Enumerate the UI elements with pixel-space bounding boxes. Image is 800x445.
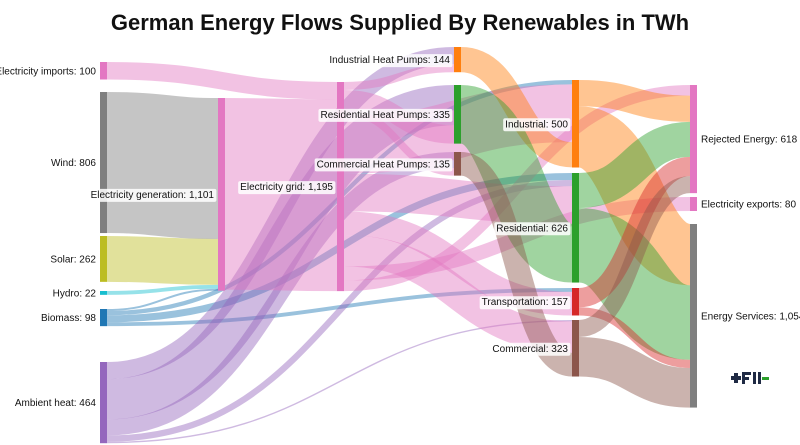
node-label-text-ambient: Ambient heat: 464 <box>15 398 97 409</box>
node-label-bg-gen <box>88 188 217 202</box>
flow-tra-to-rej <box>577 156 692 308</box>
node-label-grid: Electricity grid: 1,195 <box>238 181 336 195</box>
node-label-chp: Commercial Heat Pumps: 135 <box>314 158 453 172</box>
node-label-biomass: Biomass: 98 <box>41 313 96 324</box>
node-label-ambient: Ambient heat: 464 <box>15 398 97 409</box>
node-label-bg-ihp <box>327 54 453 68</box>
flow-tra-to-svc <box>578 307 691 369</box>
node-tra <box>572 288 579 316</box>
node-label-rhp: Residential Heat Pumps: 335 <box>318 108 453 122</box>
node-label-text-grid: Electricity grid: 1,195 <box>240 182 333 193</box>
node-label-text-imports: Electricity imports: 100 <box>0 66 96 77</box>
node-label-wind: Wind: 806 <box>51 158 96 169</box>
node-label-text-com: Commercial: 323 <box>492 344 568 355</box>
flow-grid-to-res <box>343 173 573 224</box>
node-solar <box>100 236 107 282</box>
node-label-text-ihp: Industrial Heat Pumps: 144 <box>329 55 450 66</box>
node-label-text-tra: Transportation: 157 <box>482 297 569 308</box>
flow-ambient-to-com <box>106 320 573 444</box>
flow-res-to-rej <box>577 121 692 208</box>
node-rej <box>690 85 697 194</box>
node-label-tra: Transportation: 157 <box>479 296 571 310</box>
flow-ambient-to-chp <box>106 152 455 436</box>
flow-ind-to-svc <box>574 106 695 286</box>
node-label-text-chp: Commercial Heat Pumps: 135 <box>317 159 451 170</box>
chart-title: German Energy Flows Supplied By Renewabl… <box>110 10 690 35</box>
node-imports <box>100 62 107 80</box>
node-com <box>572 320 579 377</box>
node-biomass <box>100 309 107 327</box>
node-label-svc: Energy Services: 1,054 <box>701 311 800 322</box>
node-label-solar: Solar: 262 <box>50 254 96 265</box>
node-chp <box>454 152 461 176</box>
flow-grid-to-rej <box>343 85 691 292</box>
flow-biomass-to-tra <box>106 288 573 327</box>
flow-ambient-to-ihp <box>106 47 455 380</box>
node-label-text-hydro: Hydro: 22 <box>53 288 97 299</box>
flow-grid-to-exp <box>343 197 691 281</box>
node-label-bg-ind <box>503 118 571 132</box>
node-label-bg-grid <box>238 181 336 195</box>
node-ihp <box>454 47 461 73</box>
node-res <box>572 173 579 283</box>
node-gen <box>218 98 225 291</box>
node-label-text-biomass: Biomass: 98 <box>41 313 96 324</box>
flow-hydro-to-gen <box>106 284 219 295</box>
node-label-text-exp: Electricity exports: 80 <box>701 200 796 211</box>
node-label-ind: Industrial: 500 <box>503 118 571 132</box>
node-label-rej: Rejected Energy: 618 <box>701 135 798 146</box>
node-label-text-rej: Rejected Energy: 618 <box>701 135 798 146</box>
node-label-text-gen: Electricity generation: 1,101 <box>91 190 215 201</box>
node-label-text-wind: Wind: 806 <box>51 158 96 169</box>
node-label-res: Residential: 626 <box>494 222 571 236</box>
node-label-hydro: Hydro: 22 <box>53 288 97 299</box>
node-wind <box>100 92 107 234</box>
node-hydro <box>100 291 107 295</box>
node-label-text-rhp: Residential Heat Pumps: 335 <box>320 110 450 121</box>
node-label-imports: Electricity imports: 100 <box>0 66 96 77</box>
node-label-text-res: Residential: 626 <box>496 223 568 234</box>
flow-ambient-to-res <box>106 180 573 442</box>
fii-logo <box>731 372 769 384</box>
node-label-com: Commercial: 323 <box>490 342 571 356</box>
flow-wind-to-gen <box>106 92 219 240</box>
node-label-bg-rhp <box>318 108 453 122</box>
node-svc <box>690 224 697 408</box>
node-label-bg-com <box>490 342 571 356</box>
node-label-bg-chp <box>314 158 453 172</box>
flow-biomass-to-gen <box>106 288 219 311</box>
node-label-gen: Electricity generation: 1,101 <box>88 188 217 202</box>
flow-com-to-svc <box>578 336 691 408</box>
node-label-bg-res <box>494 222 571 236</box>
flow-imports-to-grid <box>106 62 338 100</box>
node-exp <box>690 197 697 211</box>
node-label-text-svc: Energy Services: 1,054 <box>701 311 800 322</box>
flow-grid-to-com <box>343 234 573 353</box>
flow-res-to-svc <box>575 208 694 360</box>
flow-grid-to-ihp <box>343 64 455 91</box>
node-label-ihp: Industrial Heat Pumps: 144 <box>327 54 453 68</box>
flow-com-to-rej <box>577 176 692 337</box>
node-label-text-solar: Solar: 262 <box>50 254 96 265</box>
flow-rhp-to-res <box>456 85 577 283</box>
flow-solar-to-gen <box>106 236 219 285</box>
node-label-bg-tra <box>479 296 571 310</box>
node-grid <box>337 82 344 292</box>
node-ind <box>572 80 579 168</box>
node-ambient <box>100 362 107 444</box>
node-label-text-ind: Industrial: 500 <box>505 119 568 130</box>
flow-ihp-to-ind <box>459 47 574 168</box>
node-label-exp: Electricity exports: 80 <box>701 200 796 211</box>
node-rhp <box>454 85 461 144</box>
flow-ind-to-rej <box>578 80 691 122</box>
